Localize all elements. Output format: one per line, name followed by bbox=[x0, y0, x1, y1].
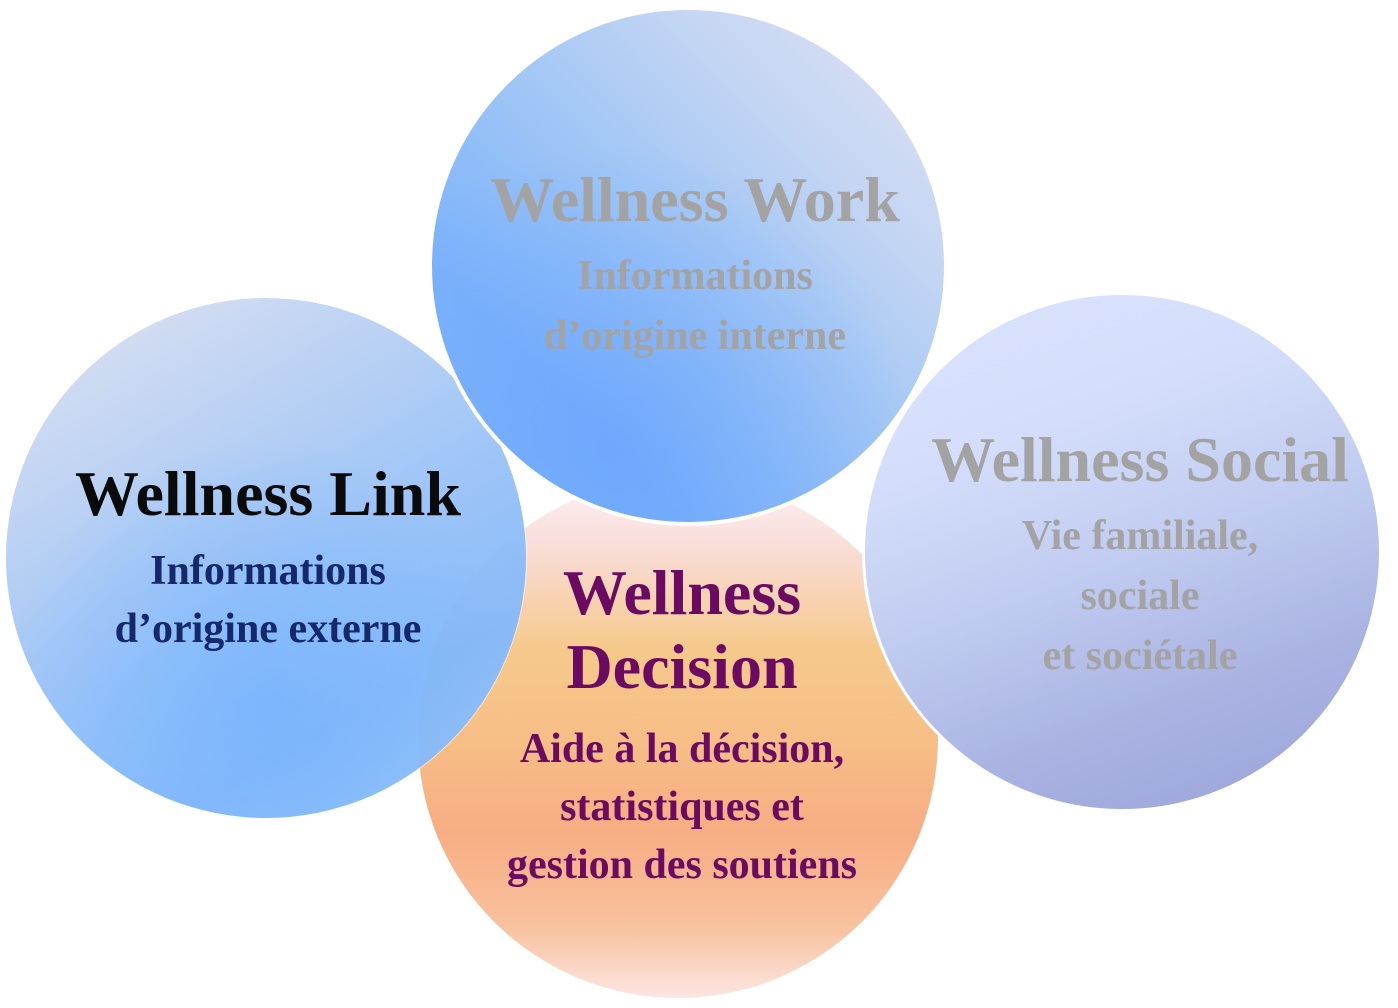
wellness-social-title: Wellness Social bbox=[931, 424, 1349, 495]
wellness-link-label: Wellness Link Informations d’origine ext… bbox=[8, 462, 528, 658]
wellness-work-label: Wellness Work Informations d’origine int… bbox=[440, 168, 950, 366]
wellness-work-line: d’origine interne bbox=[543, 313, 847, 359]
wellness-decision-line: gestion des soutiens bbox=[506, 842, 858, 888]
wellness-social-circle bbox=[862, 292, 1382, 812]
wellness-decision-label: Wellness Decision Aide à la décision, st… bbox=[418, 556, 946, 894]
wellness-link-line: d’origine externe bbox=[114, 606, 422, 652]
wellness-work-line: Informations bbox=[577, 253, 813, 299]
wellness-work-title: Wellness Work bbox=[490, 164, 900, 235]
wellness-decision-line: statistiques et bbox=[560, 784, 804, 830]
wellness-link-title: Wellness Link bbox=[75, 458, 461, 529]
wellness-social-label: Wellness Social Vie familiale, sociale e… bbox=[880, 428, 1398, 686]
wellness-link-circle bbox=[6, 298, 526, 818]
wellness-social-line: et sociétale bbox=[1042, 633, 1238, 679]
wellness-link-line: Informations bbox=[150, 548, 386, 594]
wellness-social-line: Vie familiale, bbox=[1021, 513, 1259, 559]
wellness-decision-title: Decision bbox=[566, 631, 798, 702]
wellness-social-line: sociale bbox=[1080, 573, 1200, 619]
wellness-decision-line: Aide à la décision, bbox=[519, 726, 845, 772]
wellness-decision-title: Wellness bbox=[562, 557, 802, 628]
wellness-work-circle bbox=[428, 6, 948, 526]
